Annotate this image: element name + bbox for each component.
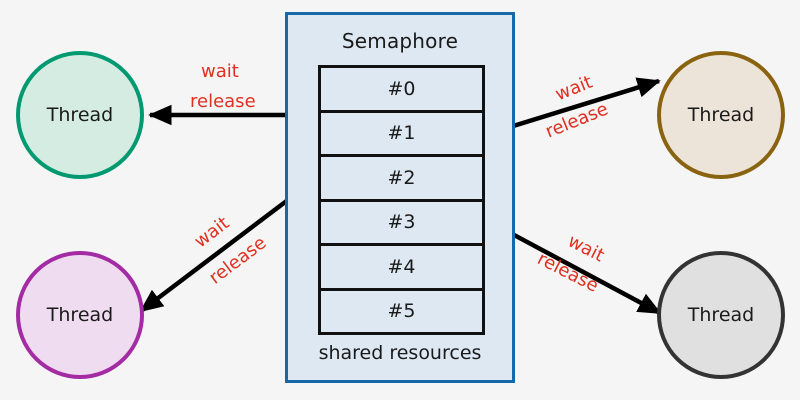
edge-top-right-label-release: release [542,98,612,143]
resource-slot[interactable]: #4 [321,246,482,291]
resource-slot[interactable]: #1 [321,113,482,157]
semaphore-title: Semaphore [341,29,459,53]
thread-node-top-left[interactable]: Thread [16,51,144,179]
semaphore-container: Semaphore #0 #1 #2 #3 #4 #5 shared resou… [285,12,515,383]
thread-node-bottom-right[interactable]: Thread [657,251,785,379]
resource-slot[interactable]: #2 [321,157,482,202]
edge-top-right-label-wait: wait [552,71,596,106]
edge-top-left-label-release: release [190,91,256,112]
resource-slot[interactable]: #0 [321,68,482,113]
resource-slot[interactable]: #5 [387,300,416,323]
resource-slot[interactable]: #3 [321,202,482,246]
edge-bottom-right-label-wait: wait [564,230,608,267]
thread-node-bottom-left[interactable]: Thread [16,251,144,379]
edge-top-left-label-wait: wait [201,61,239,82]
shared-resource-slots: #0 #1 #2 #3 #4 #5 [318,65,485,335]
edge-bottom-left-label-wait: wait [190,212,234,253]
thread-node-top-right[interactable]: Thread [657,51,785,179]
shared-resources-caption: shared resources [318,342,482,364]
